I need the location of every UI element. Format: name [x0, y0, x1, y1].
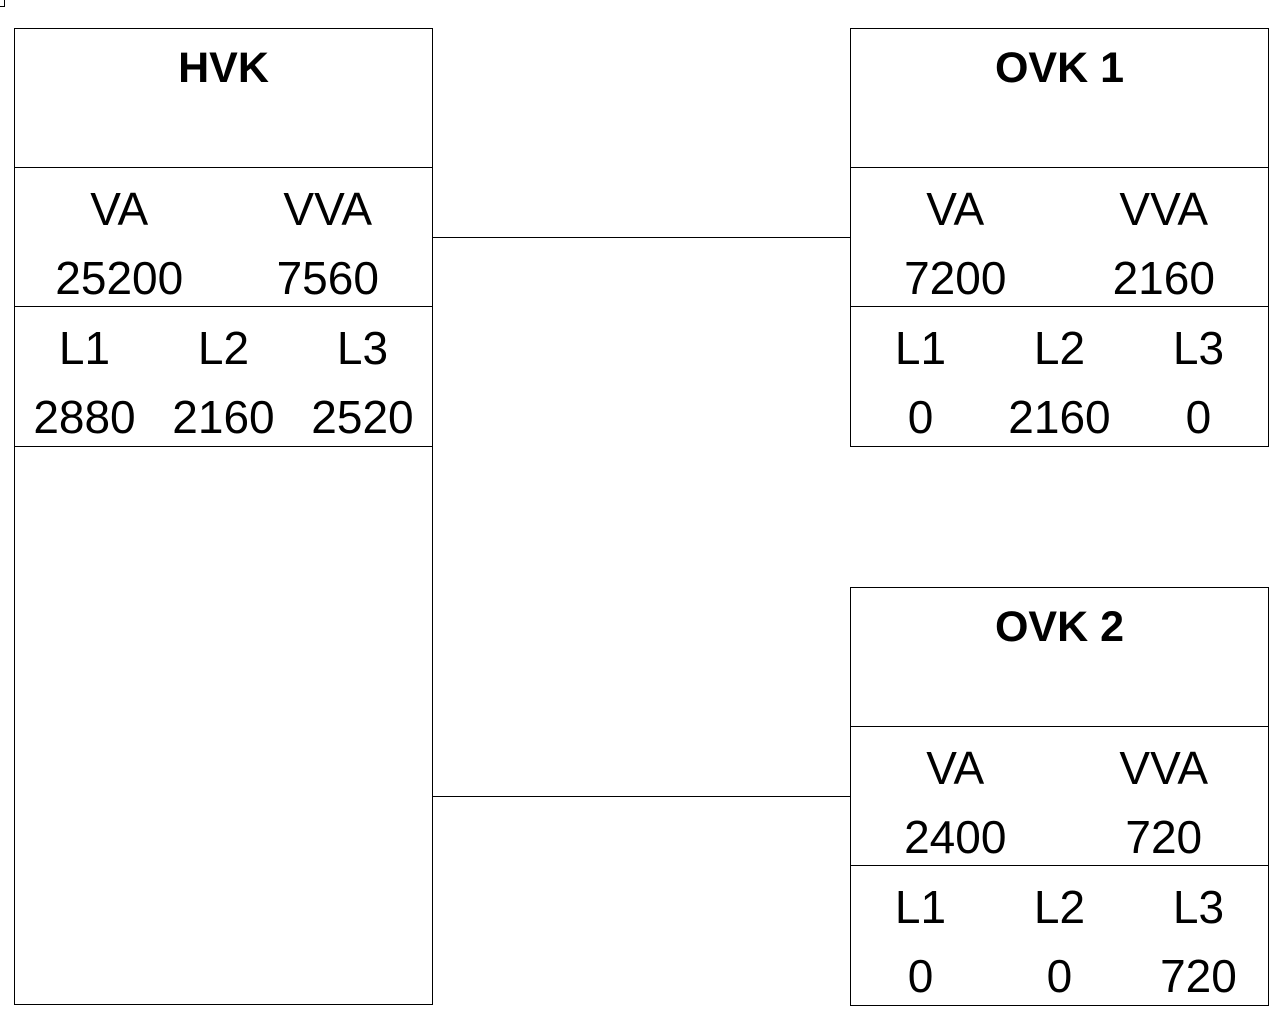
ovk2-va-row: VA VVA 2400 720 [851, 727, 1268, 866]
ovk2-l2-label: L2 [1033, 881, 1086, 933]
hvk-l2-value: 2160 [172, 391, 275, 443]
ovk2-l1-value: 0 [907, 950, 934, 1002]
hvk-l3-value: 2520 [311, 391, 414, 443]
ovk2-title: OVK 2 [994, 603, 1125, 651]
ovk2-title-row: OVK 2 [851, 588, 1268, 727]
ovk2-phase-row: L1 L2 L3 0 0 720 [851, 866, 1268, 1005]
ovk1-panel: OVK 1 VA VVA 7200 2160 L1 L2 L3 0 2160 0 [850, 28, 1269, 447]
ovk2-va-value: 2400 [904, 811, 1007, 863]
connector-hvk-ovk1 [433, 237, 850, 238]
ovk1-title: OVK 1 [994, 44, 1125, 92]
ovk1-va-label: VA [926, 183, 985, 235]
ovk2-l2-value: 0 [1046, 950, 1073, 1002]
hvk-l3-label: L3 [336, 322, 389, 374]
ovk1-va-value: 7200 [904, 252, 1007, 304]
ovk1-vva-label: VVA [1119, 183, 1209, 235]
ovk2-l3-value: 720 [1160, 950, 1237, 1002]
hvk-vva-value: 7560 [276, 252, 379, 304]
ovk2-l1-label: L1 [894, 881, 947, 933]
hvk-empty-area [15, 446, 432, 1001]
hvk-l1-value: 2880 [33, 391, 136, 443]
connector-hvk-ovk2 [433, 796, 850, 797]
ovk2-va-label: VA [926, 742, 985, 794]
hvk-panel: HVK VA VVA 25200 7560 L1 L2 L3 2880 2160… [14, 28, 433, 1005]
ovk1-l1-label: L1 [894, 322, 947, 374]
ovk1-l1-value: 0 [907, 391, 934, 443]
corner-mark [0, 0, 5, 7]
hvk-title: HVK [178, 44, 269, 92]
ovk1-l2-value: 2160 [1008, 391, 1111, 443]
ovk1-title-row: OVK 1 [851, 29, 1268, 168]
hvk-l1-label: L1 [58, 322, 111, 374]
ovk1-vva-value: 2160 [1112, 252, 1215, 304]
hvk-va-label: VA [90, 183, 149, 235]
ovk1-l3-value: 0 [1185, 391, 1212, 443]
ovk1-va-row: VA VVA 7200 2160 [851, 168, 1268, 307]
ovk2-vva-label: VVA [1119, 742, 1209, 794]
ovk2-panel: OVK 2 VA VVA 2400 720 L1 L2 L3 0 0 720 [850, 587, 1269, 1006]
hvk-vva-label: VVA [283, 183, 373, 235]
ovk1-l3-label: L3 [1172, 322, 1225, 374]
hvk-l2-label: L2 [197, 322, 250, 374]
hvk-va-value: 25200 [55, 252, 184, 304]
hvk-va-row: VA VVA 25200 7560 [15, 168, 432, 307]
hvk-phase-row: L1 L2 L3 2880 2160 2520 [15, 307, 432, 446]
hvk-title-row: HVK [15, 29, 432, 168]
ovk2-vva-value: 720 [1125, 811, 1203, 863]
ovk1-l2-label: L2 [1033, 322, 1086, 374]
ovk2-l3-label: L3 [1172, 881, 1225, 933]
ovk1-phase-row: L1 L2 L3 0 2160 0 [851, 307, 1268, 446]
